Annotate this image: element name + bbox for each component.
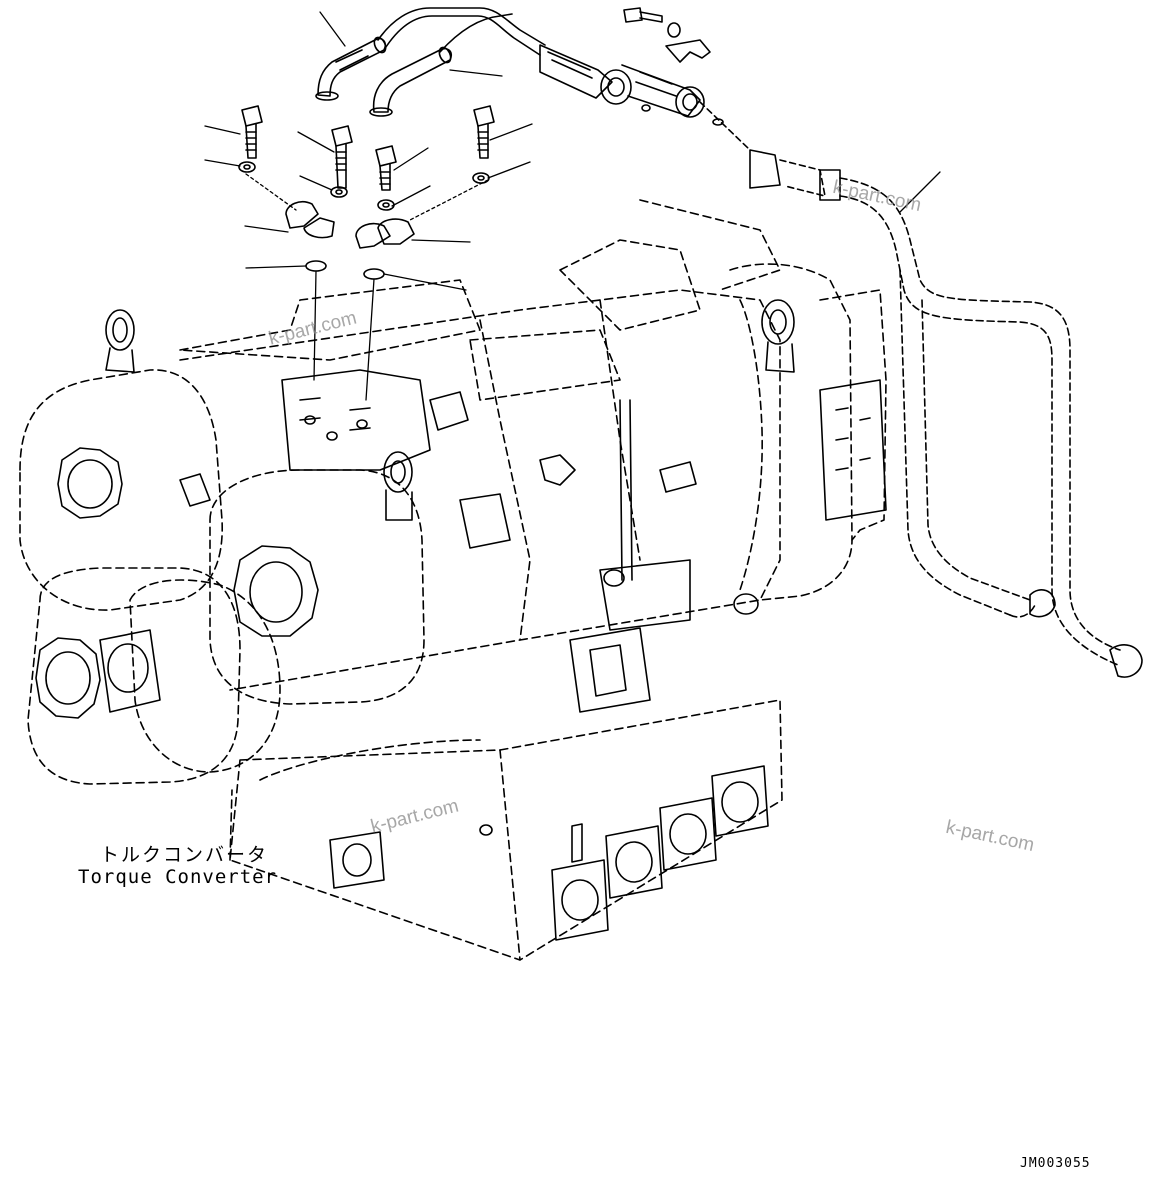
- hose-assembly-top: [315, 7, 841, 201]
- o-ring-right: [363, 268, 385, 280]
- drawing-code: JM003055: [1020, 1156, 1091, 1171]
- component-label-japanese: トルクコンバータ: [100, 844, 269, 866]
- o-ring-left: [305, 260, 327, 272]
- transmission-body: [19, 199, 887, 961]
- transmission-details: [35, 299, 887, 941]
- component-label-english: Torque Converter: [78, 866, 278, 888]
- bolt-set-center: [330, 125, 415, 249]
- tube-right: [839, 177, 1121, 666]
- bolt-set-left: [238, 105, 335, 239]
- tube-mid-fitting: [1029, 589, 1056, 618]
- leader-lines: [204, 11, 941, 401]
- tube-end-fitting: [1109, 644, 1143, 678]
- bolt-set-right: [472, 105, 495, 184]
